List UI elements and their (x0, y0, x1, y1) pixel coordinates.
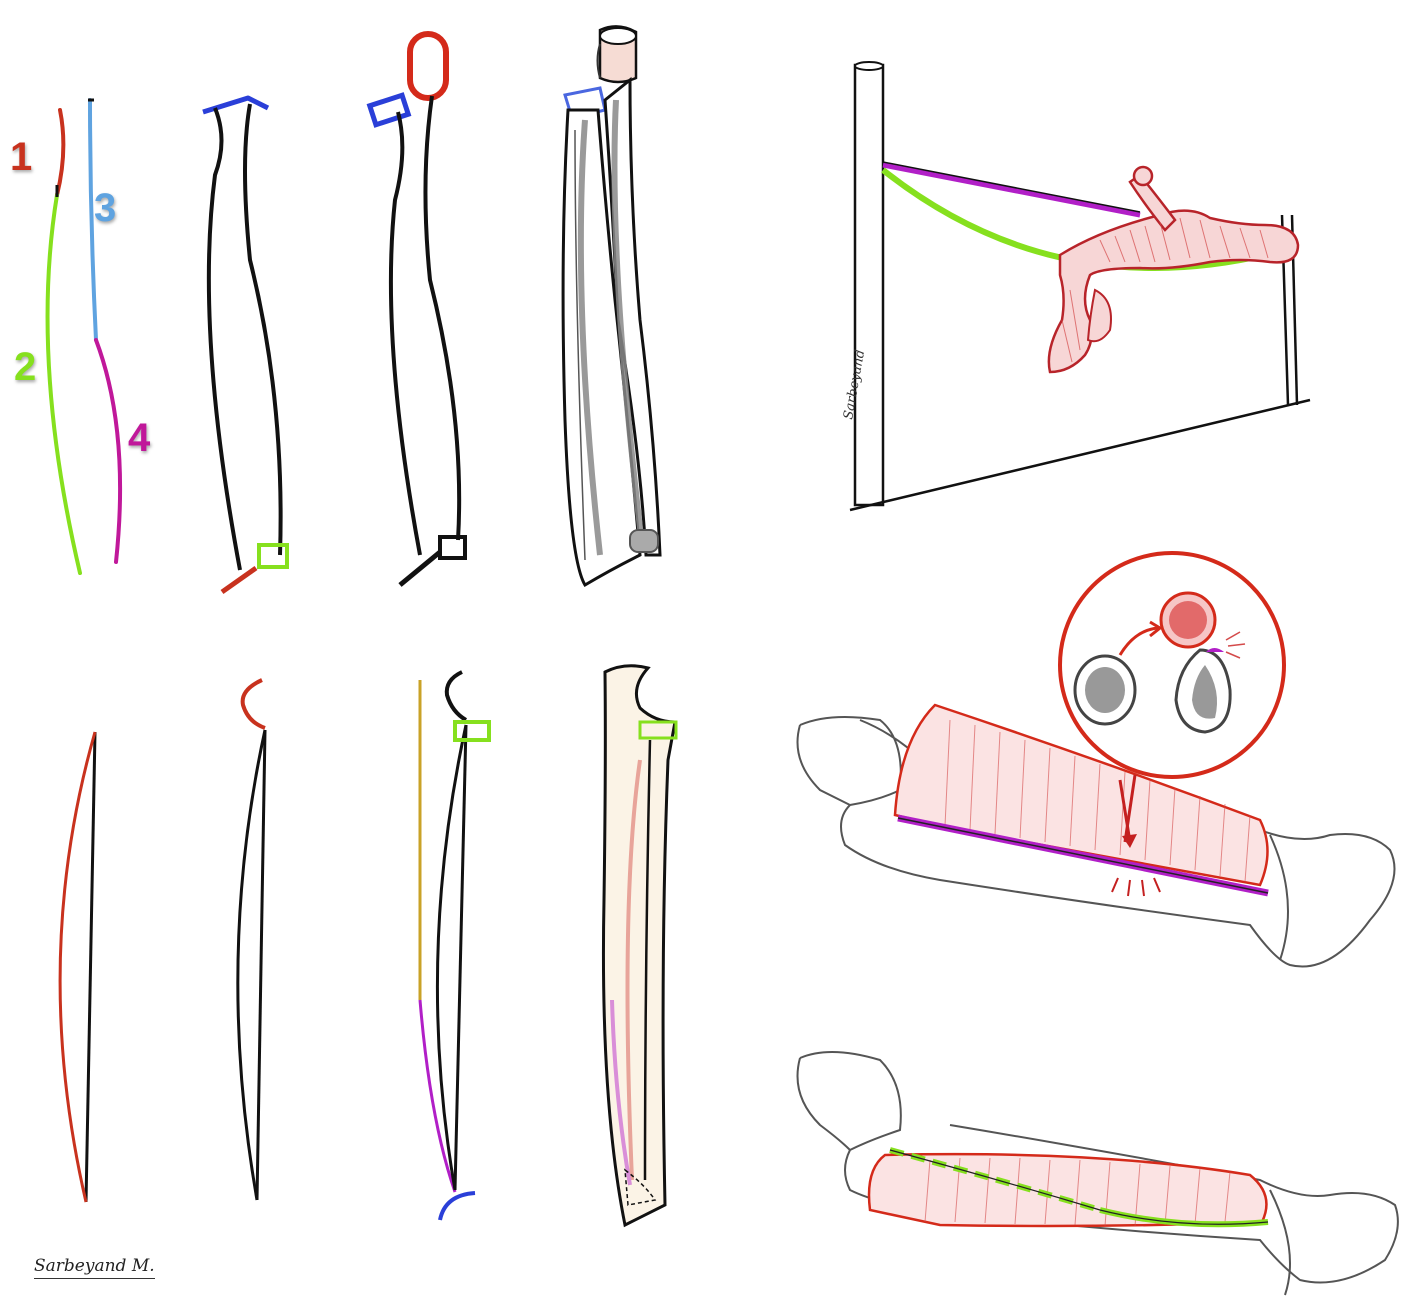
joint-marker-panel (366, 31, 467, 587)
blue-box (366, 92, 412, 128)
radius-outline (206, 107, 242, 571)
athlete-figure (1047, 209, 1300, 374)
ulna-outline-3 (423, 95, 462, 541)
purple-curve (418, 999, 457, 1193)
label-1: 1 (10, 135, 33, 179)
shaded-bone-panel (561, 25, 662, 588)
label-2: 2 (14, 345, 37, 389)
forearm-muscle-illustration (796, 703, 1396, 968)
red-styloid-line (220, 565, 258, 595)
bone-outline-panel (202, 95, 289, 595)
red-bow (58, 731, 97, 1203)
high-jump-illustration: Sarbeyand (841, 61, 1311, 512)
black-box (438, 535, 467, 560)
red-arc-top (240, 678, 266, 730)
ulna-outline (243, 103, 283, 556)
segment-2-curve (45, 193, 82, 575)
bowed-line-panel-2 (236, 678, 267, 1201)
muscle-belly (893, 703, 1269, 887)
segment-4-curve (94, 338, 123, 564)
signature: Sarbeyand M. (34, 1256, 155, 1279)
red-ring (407, 31, 449, 101)
cross-section-inset (1058, 551, 1286, 843)
segment-1-curve (55, 108, 66, 197)
label-3: 3 (94, 186, 117, 230)
segment-3-curve (88, 98, 98, 342)
ulna-sketch-panel (601, 664, 678, 1228)
muscle-belly-2 (867, 1152, 1268, 1228)
segmented-curves-panel (45, 98, 123, 575)
green-box-3 (453, 720, 491, 742)
blue-bracket (202, 95, 270, 115)
blue-arc (438, 1191, 476, 1221)
radius-outline-3 (388, 111, 422, 556)
label-4: 4 (128, 416, 151, 460)
purple-crossbar (882, 162, 1141, 218)
bowed-line-panel-3 (418, 670, 491, 1221)
bowed-line-panel-1 (58, 731, 97, 1203)
green-box (257, 543, 289, 569)
forearm-tendon-illustration (796, 1051, 1399, 1296)
